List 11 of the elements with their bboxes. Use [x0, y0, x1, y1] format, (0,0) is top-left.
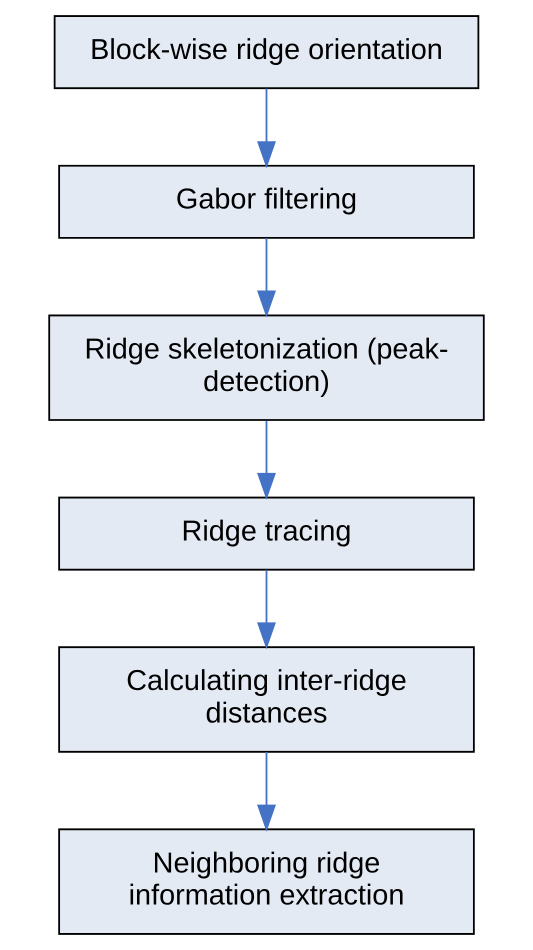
node-box: Block-wise ridge orientation: [54, 15, 480, 90]
node-box: Ridge skeletonization (peak-detection): [48, 314, 485, 421]
node-box: Ridge tracing: [58, 496, 475, 571]
arrow: [257, 420, 276, 500]
arrow: [257, 752, 276, 832]
arrow: [257, 570, 276, 650]
node-box: Neighboring ridge information extraction: [58, 828, 475, 935]
arrow: [257, 88, 276, 168]
node-box: Gabor filtering: [58, 164, 475, 239]
arrow: [257, 238, 276, 318]
node-box: Calculating inter-ridge distances: [58, 646, 475, 753]
